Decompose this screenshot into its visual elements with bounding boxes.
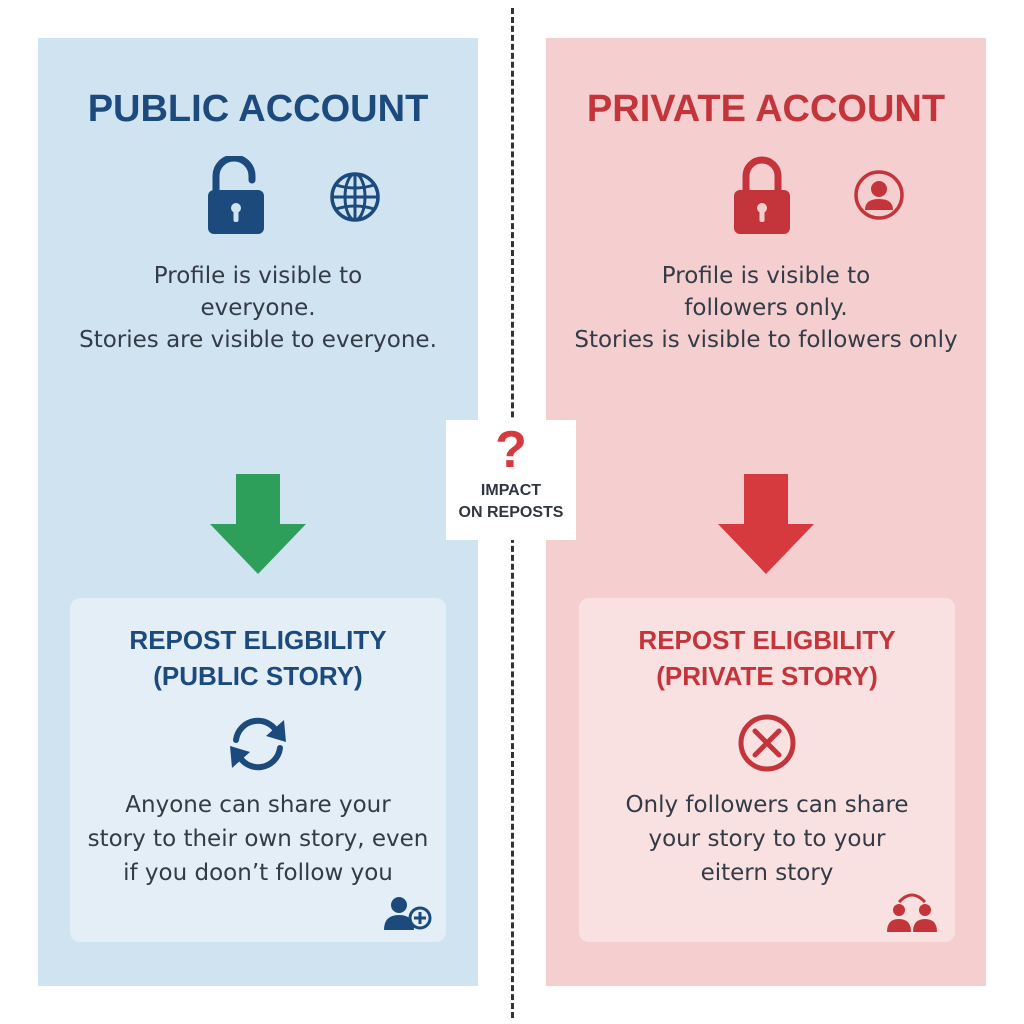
down-arrow-icon xyxy=(718,474,814,574)
public-account-panel: PUBLIC ACCOUNT Profile is visible to eve… xyxy=(38,38,478,986)
description-line: Stories are visible to everyone. xyxy=(79,327,437,353)
description-line: Profile is visible to xyxy=(661,263,871,289)
card-body-line: eitern story xyxy=(700,860,834,886)
public-account-title: PUBLIC ACCOUNT xyxy=(87,88,429,130)
card-body-line: if you doon’t follow you xyxy=(123,860,393,886)
private-repost-card: REPOST ELIGBILITY (PRIVATE STORY) Only f… xyxy=(579,598,955,942)
card-body-line: your story to to your xyxy=(648,826,886,852)
private-account-panel: PRIVATE ACCOUNT Profile is visible to fo… xyxy=(546,38,986,986)
private-icons xyxy=(546,156,986,236)
private-description: Profile is visible to followers only. St… xyxy=(556,260,976,356)
group-icon xyxy=(887,893,937,932)
private-card-body: Only followers can share your story to t… xyxy=(587,788,947,890)
user-circle-icon xyxy=(854,170,904,220)
card-body-line: Anyone can share your xyxy=(125,792,391,818)
private-card-title: REPOST ELIGBILITY (PRIVATE STORY) xyxy=(579,622,955,694)
circle-x-icon xyxy=(738,714,796,772)
public-repost-card: REPOST ELIGBILITY (PUBLIC STORY) Anyone … xyxy=(70,598,446,942)
impact-line: IMPACT xyxy=(480,482,542,499)
description-line: Profile is visible to xyxy=(153,263,363,289)
card-title-line: (PUBLIC STORY) xyxy=(153,661,363,691)
impact-label: ? IMPACT ON REPOSTS xyxy=(446,420,576,540)
public-card-title: REPOST ELIGBILITY (PUBLIC STORY) xyxy=(70,622,446,694)
down-arrow-icon xyxy=(210,474,306,574)
user-add-icon xyxy=(384,897,432,930)
card-title-line: (PRIVATE STORY) xyxy=(656,661,878,691)
card-body-line: story to their own story, even xyxy=(87,826,429,852)
public-description: Profile is visible to everyone. Stories … xyxy=(48,260,468,356)
description-line: followers only. xyxy=(684,295,848,321)
refresh-icon xyxy=(230,717,286,771)
description-line: everyone. xyxy=(200,295,316,321)
locked-padlock-icon xyxy=(734,156,790,234)
public-card-body: Anyone can share your story to their own… xyxy=(78,788,438,890)
public-icons xyxy=(38,156,478,236)
card-body-line: Only followers can share xyxy=(625,792,909,818)
impact-line: ON REPOSTS xyxy=(458,504,564,521)
question-mark-icon: ? xyxy=(495,421,527,479)
card-title-line: REPOST ELIGBILITY xyxy=(129,625,387,655)
description-line: Stories is visible to followers only xyxy=(574,327,958,353)
private-account-title: PRIVATE ACCOUNT xyxy=(586,88,946,130)
impact-text: IMPACT ON REPOSTS xyxy=(446,480,576,524)
card-title-line: REPOST ELIGBILITY xyxy=(638,625,896,655)
unlocked-padlock-icon xyxy=(208,156,264,234)
globe-icon xyxy=(330,172,380,222)
